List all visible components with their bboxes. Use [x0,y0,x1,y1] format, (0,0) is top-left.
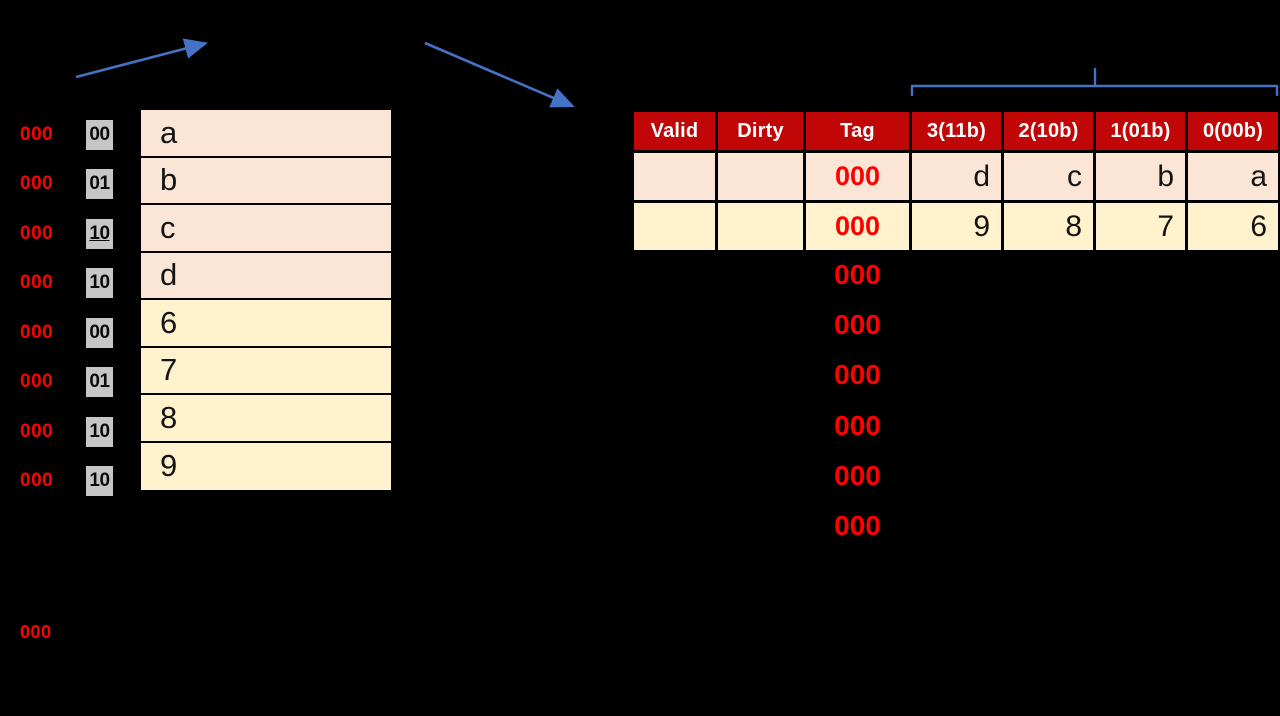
memory-cell: 6 [141,300,391,348]
memory-row-offset-slot: 01 [86,160,116,210]
memory-offset-box: 10 [86,218,113,249]
cache-header-cell: Dirty [718,112,803,150]
cache-dirty-cell [718,203,803,250]
memory-offset-label: 01 [89,173,110,195]
cache-word-cell: c [1004,153,1093,200]
cache-empty-tag-slot: 000 [806,401,909,451]
cache-empty-tag: 000 [834,459,881,491]
memory-cell: a [141,110,391,158]
memory-row-tag-slot: 000 [20,160,56,210]
memory-tag-label: 000 [20,420,54,442]
cache-empty-tag: 000 [834,259,881,291]
memory-offset-label: 01 [89,371,110,393]
memory-row-offset-slot: 10 [86,259,116,309]
memory-tag-label: 000 [20,470,54,492]
cache-word-cell: 6 [1188,203,1278,250]
memory-row-offset-slot: 00 [86,308,116,358]
cache-word-cell: 9 [912,203,1001,250]
cache-empty-tag: 000 [834,359,881,391]
cache-tag-cell: 000 [806,203,909,250]
footer-tag-label: 000 [20,622,52,642]
memory-row-tag-slot: 000 [20,209,56,259]
memory-tag-label: 000 [20,371,54,393]
cache-header-cell: 2(10b) [1004,112,1093,150]
memory-row-tag-slot: 000 [20,308,56,358]
cache-word-cell: b [1096,153,1185,200]
memory-tag-label: 000 [20,321,54,343]
cache-empty-tag-column: 000 000 000 000 000 000 [806,250,909,551]
memory-row-offset-slot: 00 [86,110,116,160]
memory-cell: 7 [141,347,391,395]
memory-row-tag-slot: 000 [20,457,56,507]
memory-tag-label: 000 [20,272,54,294]
memory-offset-box: 10 [86,416,113,447]
memory-offset-label: 10 [89,272,110,294]
cache-empty-tag: 000 [834,409,881,441]
memory-offset-label: 00 [89,321,110,343]
memory-tag-label: 000 [20,173,54,195]
memory-row-offset-slot: 01 [86,358,116,408]
memory-offset-box: 01 [86,169,113,200]
memory-offset-box: 00 [86,317,113,348]
cache-word-cell: 8 [1004,203,1093,250]
memory-tag-label: 000 [20,123,54,145]
memory-offset-box: 01 [86,367,113,398]
cache-header-cell: 0(00b) [1188,112,1278,150]
arrow-down-right-icon [424,41,575,108]
cache-word-cell: d [912,153,1001,200]
cache-word-cell: 7 [1096,203,1185,250]
memory-row-offset-slot: 10 [86,457,116,507]
memory-row-tag-slot: 000 [20,110,56,160]
cache-header-cell: Valid [634,112,715,150]
arrow-up-right-icon [75,38,209,79]
memory-cell: 9 [141,442,391,490]
memory-cell: d [141,252,391,300]
memory-tag-column: 000 000 000 000 000 000 000 000 [20,110,56,506]
memory-offset-column: 00 01 10 10 00 01 10 10 [86,110,116,506]
memory-row-tag-slot: 000 [20,358,56,408]
cache-empty-tag-slot: 000 [806,300,909,350]
memory-cell: 8 [141,395,391,443]
memory-offset-label: 10 [89,470,110,492]
cache-empty-tag-slot: 000 [806,451,909,501]
cache-valid-cell [634,153,715,200]
memory-cell: b [141,157,391,205]
memory-tag-label: 000 [20,222,54,244]
cache-empty-tag: 000 [834,309,881,341]
memory-cell: c [141,205,391,253]
memory-offset-label: 10 [89,222,110,244]
block-offset-bracket-icon [910,67,1279,97]
cache-word-cell: a [1188,153,1278,200]
memory-row-offset-slot: 10 [86,209,116,259]
memory-offset-label: 10 [89,420,110,442]
cache-header-cell: 1(01b) [1096,112,1185,150]
cache-empty-tag-slot: 000 [806,501,909,551]
memory-offset-box: 00 [86,119,113,150]
cache-valid-cell [634,203,715,250]
cache-header-cell: 3(11b) [912,112,1001,150]
cache-empty-tag: 000 [834,510,881,542]
cache-empty-tag-slot: 000 [806,350,909,400]
memory-row-tag-slot: 000 [20,407,56,457]
cache-dirty-cell [718,153,803,200]
memory-offset-label: 00 [89,123,110,145]
memory-row-offset-slot: 10 [86,407,116,457]
memory-row-tag-slot: 000 [20,259,56,309]
cache-empty-tag-slot: 000 [806,250,909,300]
cache-header-cell: Tag [806,112,909,150]
memory-offset-box: 10 [86,466,113,497]
memory-offset-box: 10 [86,268,113,299]
cache-tag-cell: 000 [806,153,909,200]
